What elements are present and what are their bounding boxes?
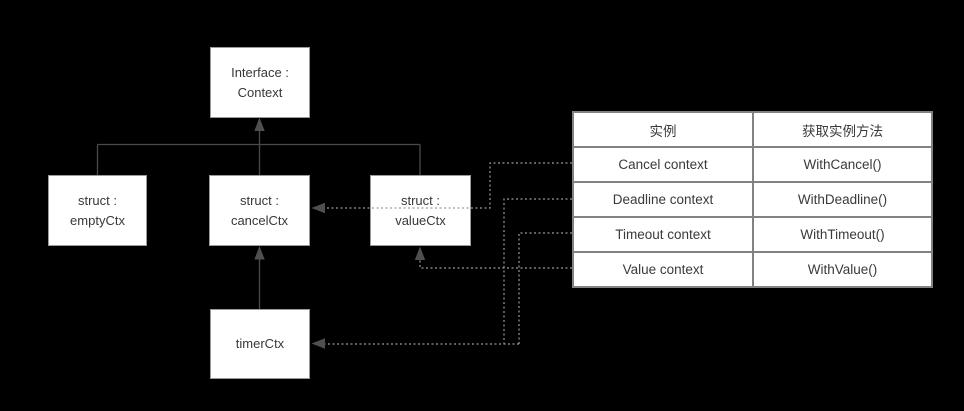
table-row: Timeout context WithTimeout() bbox=[572, 216, 933, 253]
cell-instance: Value context bbox=[572, 251, 754, 288]
table-row: Value context WithValue() bbox=[572, 251, 933, 288]
instance-method-table: 实例 获取实例方法 Cancel context WithCancel() De… bbox=[572, 111, 933, 288]
arrow-left-icon bbox=[311, 338, 325, 349]
tree-connector bbox=[96, 117, 421, 175]
timer-to-cancel-connector bbox=[254, 246, 265, 309]
arrow-up-icon bbox=[254, 117, 265, 131]
node-label-line: struct : bbox=[77, 192, 117, 208]
node-label-line: Context bbox=[237, 84, 283, 100]
arrow-up-icon bbox=[414, 246, 426, 260]
cell-method: WithTimeout() bbox=[752, 216, 933, 253]
table-row: Cancel context WithCancel() bbox=[572, 146, 933, 183]
cell-instance: Deadline context bbox=[572, 181, 754, 218]
cell-method: WithCancel() bbox=[752, 146, 933, 183]
cell-method: WithValue() bbox=[752, 251, 933, 288]
node-label-line: timerCtx bbox=[235, 336, 285, 351]
node-label-line: struct : bbox=[239, 192, 279, 208]
node-label-line: emptyCtx bbox=[70, 212, 125, 228]
node-value-ctx: struct : valueCtx bbox=[370, 175, 471, 246]
table-row: Deadline context WithDeadline() bbox=[572, 181, 933, 218]
cell-method: WithDeadline() bbox=[752, 181, 933, 218]
cancel-row-connector bbox=[311, 162, 572, 214]
value-row-connector bbox=[414, 246, 572, 269]
node-interface-context: Interface : Context bbox=[210, 47, 310, 118]
node-empty-ctx: struct : emptyCtx bbox=[48, 175, 147, 246]
arrow-left-icon bbox=[311, 202, 325, 214]
node-label-line: cancelCtx bbox=[230, 212, 289, 228]
cell-instance: Cancel context bbox=[572, 146, 754, 183]
node-label-line: Interface : bbox=[231, 64, 289, 80]
table-header-row: 实例 获取实例方法 bbox=[572, 111, 933, 148]
node-label-line: valueCtx bbox=[395, 212, 446, 228]
node-timer-ctx: timerCtx bbox=[210, 309, 310, 379]
node-label-line: struct : bbox=[400, 192, 440, 208]
node-cancel-ctx: struct : cancelCtx bbox=[209, 175, 310, 246]
arrow-up-icon bbox=[254, 246, 265, 260]
timeout-row-connector bbox=[311, 232, 572, 349]
instance-method-table-wrap: 实例 获取实例方法 Cancel context WithCancel() De… bbox=[572, 111, 933, 288]
table-header-method: 获取实例方法 bbox=[752, 111, 933, 148]
deadline-row-connector bbox=[503, 198, 572, 344]
table-header-instance: 实例 bbox=[572, 111, 754, 148]
cell-instance: Timeout context bbox=[572, 216, 754, 253]
